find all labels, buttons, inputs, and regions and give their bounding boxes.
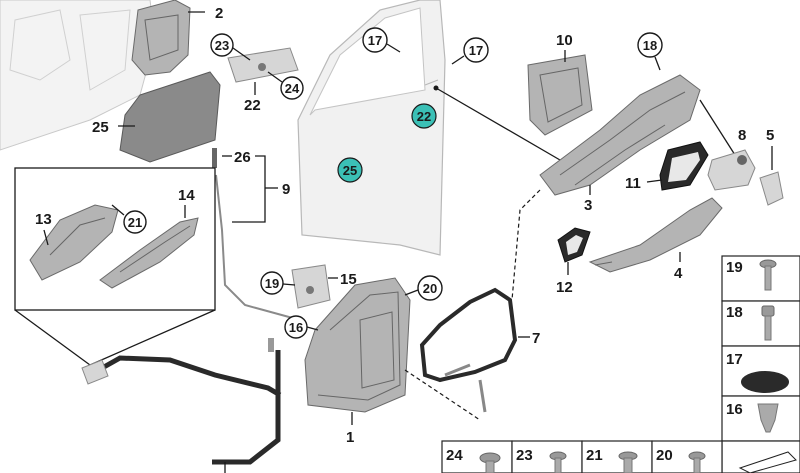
screw-20-icon — [688, 451, 706, 473]
callout-10: 10 — [556, 32, 573, 49]
plug-17-icon — [741, 371, 789, 393]
fastener-legend-bottom: 24 23 21 20 — [441, 440, 723, 473]
callout-25: 25 — [92, 119, 109, 136]
legend-17: 17 — [726, 351, 743, 368]
callout-8: 8 — [738, 127, 746, 144]
legend-24: 24 — [446, 447, 463, 464]
wedge-icon — [738, 451, 797, 473]
part-7-cable — [419, 287, 518, 413]
callout-5: 5 — [766, 127, 774, 144]
callout-18: 18 — [643, 38, 657, 53]
callout-11: 11 — [625, 175, 641, 192]
callout-17-door-b: 17 — [469, 43, 483, 58]
part-5-cap — [759, 171, 784, 206]
part-3-carrier — [539, 74, 701, 196]
callout-20: 20 — [423, 281, 437, 296]
legend-16: 16 — [726, 401, 743, 418]
screw-24-icon — [479, 452, 501, 473]
part-12-gasket — [557, 227, 591, 263]
callout-17-door-a: 17 — [368, 33, 382, 48]
legend-21: 21 — [586, 447, 603, 464]
callout-15: 15 — [340, 271, 357, 288]
legend-20: 20 — [656, 447, 673, 464]
callout-13: 13 — [35, 211, 52, 228]
callout-16: 16 — [289, 320, 303, 335]
screw-19-icon — [759, 259, 777, 291]
screw-18-icon — [761, 305, 775, 341]
callout-26: 26 — [234, 149, 251, 166]
legend-18: 18 — [726, 304, 743, 321]
callout-23: 23 — [215, 38, 229, 53]
callout-19: 19 — [265, 276, 279, 291]
fastener-legend-side: 19 18 17 16 — [721, 255, 800, 473]
part-15-bracket — [291, 264, 331, 309]
callout-14: 14 — [178, 187, 195, 204]
part-24-bracket — [227, 47, 299, 83]
callout-4: 4 — [674, 265, 683, 282]
callout-2: 2 — [215, 5, 223, 22]
callout-25-highlight: 25 — [343, 163, 357, 178]
callout-22: 22 — [244, 97, 261, 114]
callout-22-highlight: 22 — [417, 109, 431, 124]
legend-23: 23 — [516, 447, 533, 464]
callout-9: 9 — [282, 181, 290, 198]
legend-19: 19 — [726, 259, 743, 276]
callout-12: 12 — [556, 279, 573, 296]
part-11-gasket — [659, 141, 709, 191]
callout-24: 24 — [285, 81, 300, 96]
part-13-inner-handle — [29, 204, 119, 281]
clip-16-icon — [757, 403, 779, 433]
screw-21-icon — [618, 451, 638, 473]
part-1-door-lock — [304, 277, 411, 413]
part-4-outer-handle — [588, 197, 723, 273]
part-2-lock-unit — [131, 0, 191, 76]
callout-3: 3 — [584, 197, 592, 214]
callout-21: 21 — [128, 215, 142, 230]
inner-release-cable — [81, 338, 282, 465]
part-14-inner-handle — [99, 217, 199, 289]
screw-23-icon — [549, 451, 567, 473]
part-10-housing — [527, 54, 593, 136]
part-8-lock-cylinder — [707, 149, 756, 191]
part-25-cover — [119, 71, 221, 163]
callout-7: 7 — [532, 330, 540, 347]
door-panel — [297, 0, 446, 256]
callout-1: 1 — [346, 429, 354, 446]
